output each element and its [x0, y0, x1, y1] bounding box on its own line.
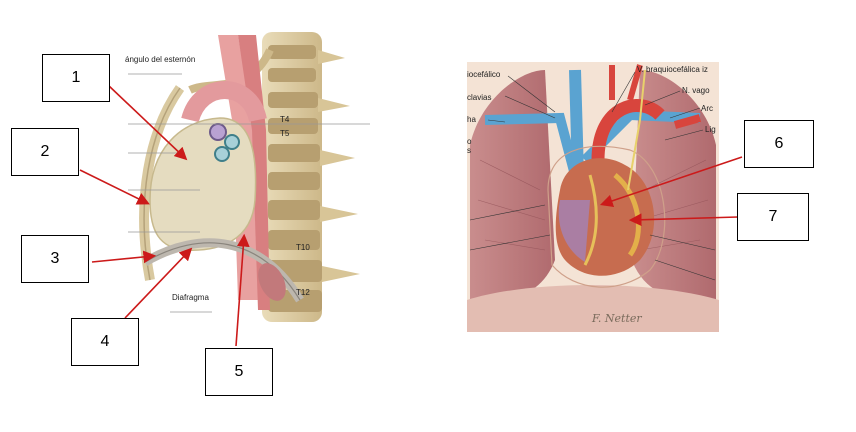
- left-anatomy-figure: ángulo del esternón T4 T5 T10 T12 Diafra…: [120, 30, 370, 325]
- arch-text: Arc: [701, 104, 713, 113]
- label-box-6: 6: [744, 120, 814, 168]
- vagus-nerve-text: N. vago: [682, 86, 710, 95]
- left-brachiocephalic-vein-text: V. braquiocefálica iz: [637, 65, 708, 74]
- small-text-1: ha: [467, 115, 476, 124]
- vertebral-column: [262, 32, 360, 322]
- right-anatomy-figure: iocefálico clavias ha o s V. braquiocefá…: [467, 62, 719, 332]
- arrow-7: [628, 213, 739, 227]
- small-text-3: s: [467, 146, 471, 155]
- arrow-5: [235, 233, 250, 347]
- label-box-5: 5: [205, 348, 273, 396]
- pointer-arrows: [79, 84, 743, 347]
- t5-text: T5: [280, 129, 290, 138]
- brachiocephalic-trunk-text: iocefálico: [467, 70, 501, 79]
- diaphragm-text: Diafragma: [172, 293, 209, 302]
- t10-text: T10: [296, 243, 310, 252]
- label-box-1: 1: [42, 54, 110, 102]
- sternal-angle-text: ángulo del esternón: [125, 55, 195, 64]
- subclavian-text: clavias: [467, 93, 491, 102]
- t4-text: T4: [280, 115, 290, 124]
- arrow-3: [91, 250, 157, 264]
- t12-text: T12: [296, 288, 310, 297]
- ligament-text: Lig: [705, 125, 716, 134]
- label-box-7: 7: [737, 193, 809, 241]
- label-box-4: 4: [71, 318, 139, 366]
- label-box-2: 2: [11, 128, 79, 176]
- arrow-1: [107, 84, 188, 161]
- label-box-3: 3: [21, 235, 89, 283]
- netter-signature: F. Netter: [591, 312, 642, 325]
- small-text-2: o: [467, 137, 472, 146]
- arrow-6: [599, 156, 743, 207]
- arrow-2: [79, 169, 150, 205]
- arrow-4: [124, 247, 193, 319]
